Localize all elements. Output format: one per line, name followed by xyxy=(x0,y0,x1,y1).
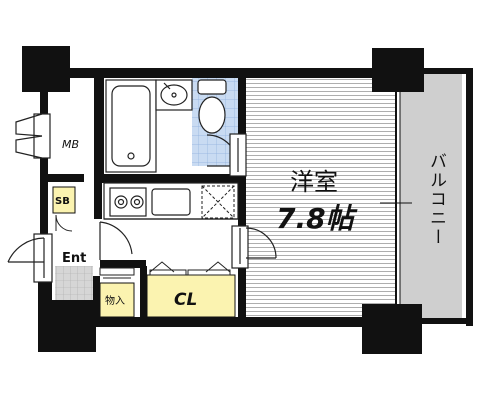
main-room-door-icon xyxy=(231,225,277,269)
kitchen-sink-icon xyxy=(151,188,191,216)
bathroom-door-icon xyxy=(206,133,247,177)
closet-door-icon xyxy=(149,261,231,276)
entrance-label: Ent xyxy=(62,251,86,266)
balcony-label: バルコニー xyxy=(426,152,446,247)
storage-label: 物入 xyxy=(105,294,125,307)
fridge-space-icon xyxy=(201,185,235,219)
shoe-box-floor xyxy=(52,186,76,214)
walls xyxy=(22,46,473,354)
main-room-name: 洋室 xyxy=(290,168,338,196)
stove-icon xyxy=(109,187,147,217)
bathtub-icon xyxy=(105,79,157,173)
sink-icon xyxy=(155,79,193,111)
toilet-icon xyxy=(197,79,227,134)
balcony-floor xyxy=(400,70,462,322)
meter-box-door-icon xyxy=(15,113,51,159)
main-room-size: 7.8帖 xyxy=(276,202,358,235)
shoe-box-door-icon xyxy=(55,214,73,232)
storage-door-icon xyxy=(99,267,135,279)
meter-box-label: MB xyxy=(62,138,79,151)
main-room-floor xyxy=(246,78,396,318)
storage-floor xyxy=(99,282,135,318)
entrance-door-icon xyxy=(7,233,53,283)
shoe-box-label: SB xyxy=(55,196,70,207)
closet-label: CL xyxy=(174,290,197,310)
hall-door-icon xyxy=(99,221,133,260)
